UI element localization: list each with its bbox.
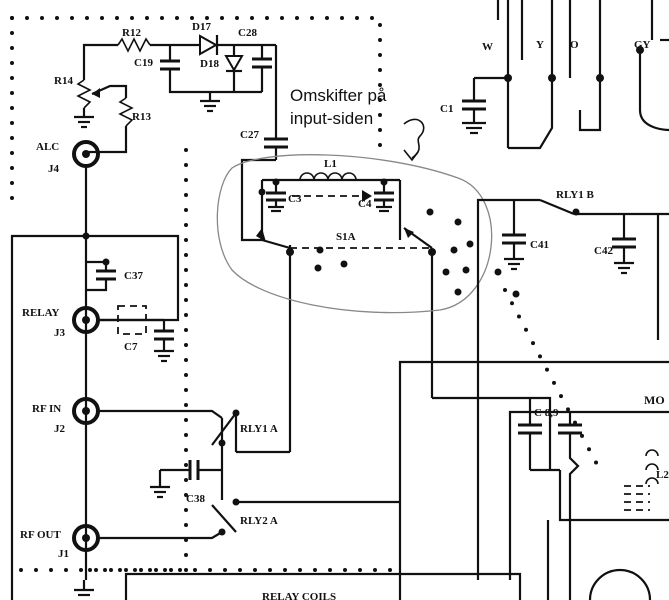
label-c27: C27	[240, 129, 259, 141]
label-mo: MO	[644, 393, 665, 407]
label-j4: J4	[48, 163, 60, 175]
label-c1: C1	[440, 103, 453, 115]
annotation-arrow	[403, 118, 425, 159]
r13-resistor	[118, 97, 134, 127]
label-j3: J3	[54, 327, 66, 339]
input-switch-section	[256, 172, 552, 470]
label-relay-coils: RELAY COILS	[262, 591, 336, 600]
label-r13: R13	[132, 111, 151, 123]
annotation-line-1: Omskifter på	[290, 86, 387, 105]
label-c7: C7	[124, 341, 138, 353]
d18-diode	[224, 55, 244, 73]
label-wire-w: W	[482, 41, 493, 53]
label-wire-y: Y	[536, 39, 544, 51]
label-c28: C28	[238, 27, 257, 39]
label-c38: C38	[186, 493, 205, 505]
label-c41: C41	[530, 239, 549, 251]
label-j1: J1	[58, 548, 69, 560]
r14-resistor	[76, 79, 92, 109]
label-r12: R12	[122, 27, 141, 39]
label-c19: C19	[134, 57, 153, 69]
label-c4: C4	[358, 198, 372, 210]
l2-inductor	[645, 449, 659, 485]
label-rly1a: RLY1 A	[240, 423, 278, 435]
label-c3: C3	[288, 193, 302, 205]
label-rf-in: RF IN	[32, 403, 61, 415]
label-j2: J2	[54, 423, 66, 435]
label-wire-o: O	[570, 39, 579, 51]
label-l2: L2	[656, 469, 669, 481]
enclosure-dotted-outline	[10, 16, 602, 572]
right-section	[124, 0, 669, 600]
label-s1a: S1A	[336, 231, 356, 243]
label-rly2a: RLY2 A	[240, 515, 278, 527]
r12-resistor	[117, 37, 151, 53]
alc-detector-circuit	[74, 34, 288, 242]
connector-column	[10, 140, 180, 600]
rly-a-switches	[98, 245, 400, 540]
label-c37: C37	[124, 270, 143, 282]
component-labels: R12 D17 C28 C19 D18 R14 R13 C27 L1 C3 C4…	[20, 21, 669, 600]
label-r14: R14	[54, 75, 73, 87]
label-relay: RELAY	[22, 307, 60, 319]
label-rf-out: RF OUT	[20, 529, 62, 541]
label-rly1b: RLY1 B	[556, 189, 594, 201]
annotation-bubble	[216, 118, 493, 314]
label-l1: L1	[324, 158, 337, 170]
j4-connector	[72, 140, 100, 168]
label-d18: D18	[200, 58, 219, 70]
d17-diode	[199, 34, 219, 56]
l1-inductor	[299, 172, 357, 181]
label-c42: C42	[594, 245, 613, 257]
meter-arc	[588, 568, 652, 600]
label-c89: C 8,9	[534, 407, 559, 419]
annotation-line-2: input-siden	[290, 109, 373, 128]
label-d17: D17	[192, 21, 211, 33]
label-wire-gy: GY	[634, 39, 651, 51]
label-alc: ALC	[36, 141, 59, 153]
